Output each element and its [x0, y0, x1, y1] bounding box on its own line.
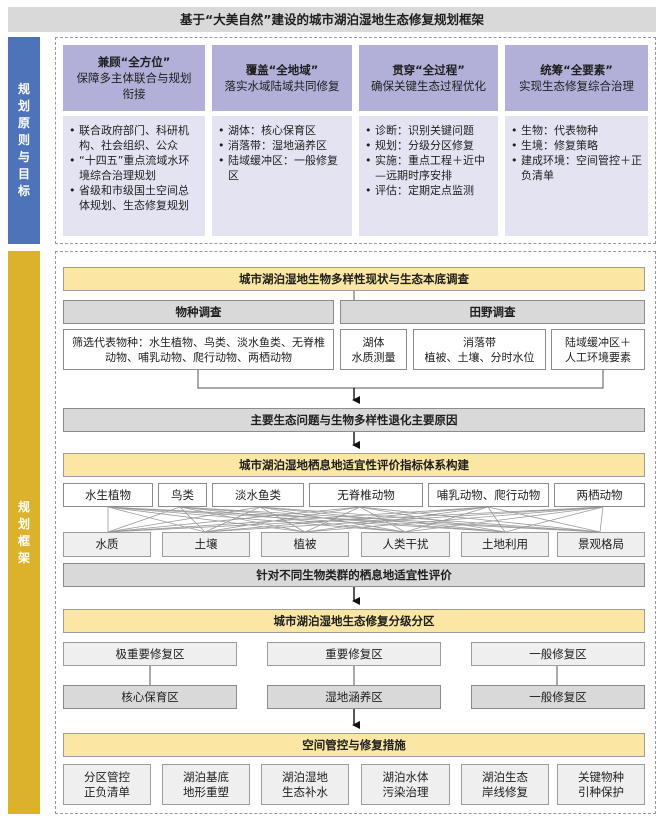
field-item-buffer-line2: 人工环境要素 [565, 350, 631, 364]
zone: 一般修复区 [471, 685, 645, 709]
field-item-lake-line1: 湖体 [362, 335, 385, 349]
principle-3-item: 规划：分级分区修复 [365, 138, 492, 153]
field-item-buffer-line1: 陆域缓冲区＋ [565, 335, 631, 349]
measure-line1: 分区管控 [84, 769, 130, 784]
measure-line2: 生态补水 [282, 784, 328, 799]
side-label-principles: 规划原则与目标 [8, 37, 40, 244]
principle-body-1: 联合政府部门、科研机构、社会组织、公众 “十四五”重点流域水环境综合治理规划 省… [63, 116, 205, 236]
principle-desc-1: 保障多主体联合与规划衔接 [76, 71, 192, 101]
principle-4-item: 生物：代表物种 [511, 123, 642, 138]
zone: 湿地涵养区 [267, 685, 441, 709]
measure-item: 湖泊湿地 生态补水 [261, 764, 349, 805]
principle-4-item: 建成环境：空间管控＋正负清单 [511, 153, 642, 183]
field-item-lake-line2: 水质测量 [351, 350, 396, 364]
species-group: 哺乳动物、爬行动物 [428, 483, 549, 507]
principle-name-1: 兼顾“全方位” [97, 55, 171, 69]
measure-line1: 关键物种 [578, 769, 624, 784]
species-group: 无脊椎动物 [309, 483, 423, 507]
principle-desc-2: 落实水域陆域共同修复 [224, 79, 340, 93]
species-survey: 物种调查 [63, 300, 334, 324]
side-label-framework-text: 规划框架 [17, 499, 30, 565]
principle-2-item: 消落带：湿地涵养区 [218, 138, 346, 153]
field-item-drawdown: 消落带 植被、土壤、分时水位 [413, 329, 546, 370]
principle-header-3: 贯穿“全过程” 确保关键生态过程优化 [359, 45, 498, 111]
principle-4-item: 生境：修复策略 [511, 138, 642, 153]
species-detail: 筛选代表物种：水生植物、鸟类、淡水鱼类、无脊椎动物、哺乳动物、爬行动物、两栖动物 [63, 329, 334, 370]
principles-container [55, 37, 656, 244]
page-title: 基于“大美自然”建设的城市湖泊湿地生态修复规划框架 [8, 7, 656, 32]
principle-3-item: 诊断：识别关键问题 [365, 123, 492, 138]
factor: 人类干扰 [361, 532, 450, 557]
species-group: 水生植物 [63, 483, 153, 507]
measure-line2: 污染治理 [382, 784, 429, 799]
measure-line1: 湖泊水体 [382, 769, 429, 784]
measure-item: 湖泊基底 地形重塑 [162, 764, 250, 805]
principle-2-item: 湖体：核心保育区 [218, 123, 346, 138]
measure-item: 分区管控 正负清单 [63, 764, 151, 805]
principle-body-2: 湖体：核心保育区 消落带：湿地涵养区 陆域缓冲区：一般修复区 [212, 116, 352, 236]
zoning-title: 城市湖泊湿地生态修复分级分区 [63, 609, 645, 633]
principle-name-4: 统筹“全要素” [540, 63, 613, 77]
measure-line2: 地形重塑 [183, 784, 229, 799]
principle-name-2: 覆盖“全地域” [245, 63, 319, 77]
measure-item: 湖泊生态 岸线修复 [461, 764, 549, 805]
principle-3-item: 评估：定期定点监测 [365, 183, 492, 198]
principle-header-4: 统筹“全要素” 实现生态修复综合治理 [505, 45, 648, 111]
principle-header-2: 覆盖“全地域” 落实水域陆域共同修复 [212, 45, 352, 111]
principle-body-3: 诊断：识别关键问题 规划：分级分区修复 实施：重点工程＋近中—远期时序安排 评估… [359, 116, 498, 236]
side-label-principles-text: 规划原则与目标 [17, 82, 30, 198]
zone: 核心保育区 [63, 685, 237, 709]
principle-1-item: “十四五”重点流域水环境综合治理规划 [69, 153, 199, 183]
measure-line2: 正负清单 [84, 784, 130, 799]
factor: 水质 [63, 532, 151, 557]
measure-line2: 引种保护 [578, 784, 624, 799]
field-item-buffer: 陆域缓冲区＋ 人工环境要素 [551, 329, 645, 370]
principle-1-item: 省级和市级国土空间总体规划、生态修复规划 [69, 183, 199, 213]
evaluation-box: 针对不同生物类群的栖息地适宜性评价 [63, 563, 645, 587]
framework-container [55, 251, 656, 814]
factor: 土壤 [162, 532, 250, 557]
survey-title: 城市湖泊湿地生物多样性现状与生态本底调查 [63, 267, 645, 291]
measure-item: 湖泊水体 污染治理 [361, 764, 450, 805]
indicator-title: 城市湖泊湿地栖息地适宜性评价指标体系构建 [63, 453, 645, 477]
principle-desc-4: 实现生态修复综合治理 [519, 79, 634, 93]
problems-box: 主要生态问题与生物多样性退化主要原因 [63, 408, 645, 432]
zoning-level: 重要修复区 [267, 642, 441, 666]
principle-2-item: 陆域缓冲区：一般修复区 [218, 153, 346, 183]
principle-3-item: 实施：重点工程＋近中—远期时序安排 [365, 153, 492, 183]
field-item-lake: 湖体 水质测量 [340, 329, 407, 370]
field-survey: 田野调查 [340, 300, 645, 324]
field-item-drawdown-line1: 消落带 [463, 335, 496, 349]
factor: 植被 [261, 532, 349, 557]
principle-desc-3: 确保关键生态过程优化 [371, 79, 486, 93]
species-group: 两栖动物 [554, 483, 645, 507]
side-label-framework: 规划框架 [8, 251, 40, 814]
zoning-level: 极重要修复区 [63, 642, 237, 666]
species-group: 鸟类 [158, 483, 207, 507]
factor: 土地利用 [461, 532, 549, 557]
zoning-level: 一般修复区 [471, 642, 645, 666]
principle-header-1: 兼顾“全方位” 保障多主体联合与规划衔接 [63, 45, 205, 111]
principle-body-4: 生物：代表物种 生境：修复策略 建成环境：空间管控＋正负清单 [505, 116, 648, 236]
measure-line2: 岸线修复 [482, 784, 528, 799]
principle-name-3: 贯穿“全过程” [392, 63, 465, 77]
field-item-drawdown-line2: 植被、土壤、分时水位 [424, 350, 535, 364]
measures-title: 空间管控与修复措施 [63, 733, 645, 757]
measure-item: 关键物种 引种保护 [557, 764, 645, 805]
measure-line1: 湖泊湿地 [282, 769, 328, 784]
measure-line1: 湖泊生态 [482, 769, 528, 784]
species-group: 淡水鱼类 [212, 483, 304, 507]
measure-line1: 湖泊基底 [183, 769, 229, 784]
principle-1-item: 联合政府部门、科研机构、社会组织、公众 [69, 123, 199, 153]
factor: 景观格局 [557, 532, 645, 557]
